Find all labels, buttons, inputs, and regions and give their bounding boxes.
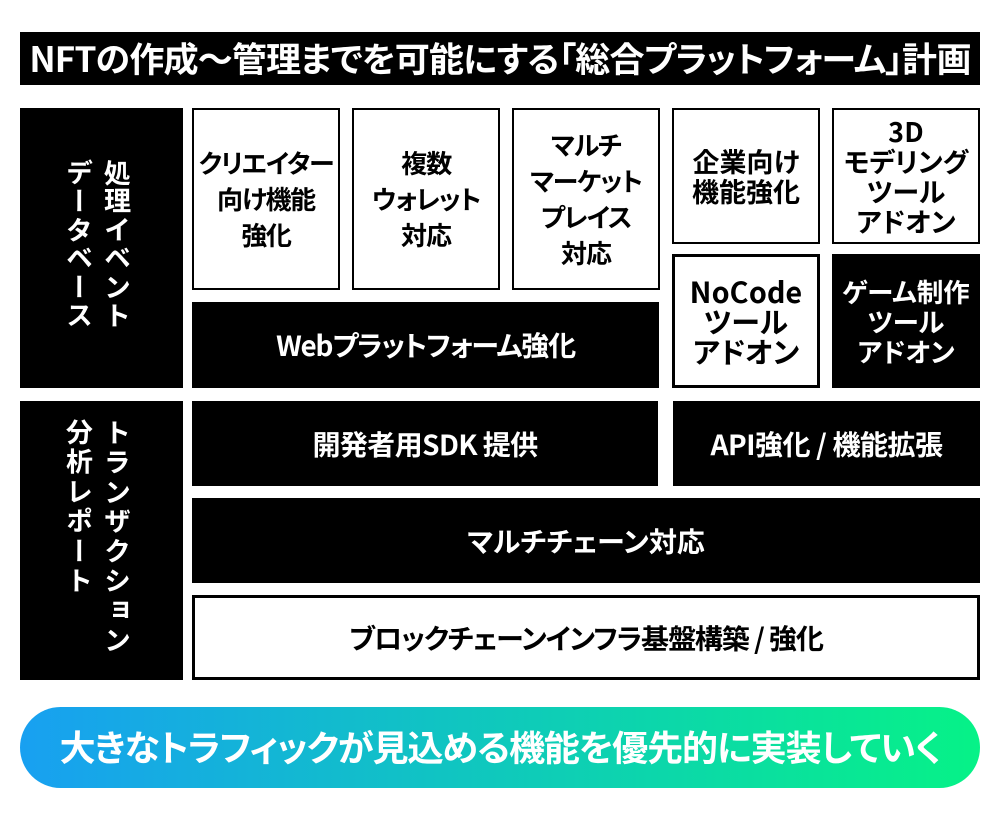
feature-box-game-line-2: ツール — [867, 301, 945, 340]
box-creator-features-text: クリエイター向け機能強化 — [198, 144, 335, 253]
title-banner-text: NFTの作成〜管理までを可能にする「総合プラットフォーム」計画 — [29, 32, 971, 83]
bar-web-platform: Webプラットフォーム強化 — [192, 302, 659, 388]
box-enterprise-features: 企業向け機能強化 — [672, 108, 820, 244]
feature-box-enterprise-line-1: 企業向け — [692, 141, 800, 180]
feature-box-wallet-line-1: 複数 — [401, 144, 452, 181]
side-label-database: データベース — [60, 157, 99, 330]
box-multi-wallet: 複数ウォレット対応 — [352, 108, 500, 290]
feature-box-wallet-line-2: ウォレット — [371, 180, 482, 217]
bar-web-platform-text: Webプラットフォーム強化 — [276, 325, 576, 365]
bar-multichain: マルチチェーン対応 — [192, 498, 980, 583]
side-label-transaction: トランザクション — [98, 417, 137, 655]
box-multi-wallet-text: 複数ウォレット対応 — [371, 144, 482, 253]
bar-blockchain-infra-text: ブロックチェーンインフラ基盤構築 / 強化 — [349, 617, 824, 658]
feature-box-modeling-3d-line-1: 3D — [888, 111, 924, 150]
feature-box-nocode-line-1: NoCode — [689, 270, 803, 312]
side-label-transaction-rail: トランザクション分析レポート — [20, 401, 183, 680]
box-enterprise-features-text: 企業向け機能強化 — [692, 146, 800, 206]
feature-box-game-line-3: アドオン — [857, 331, 955, 370]
side-label-transaction-text: トランザクション分析レポート — [60, 417, 137, 655]
feature-box-enterprise-line-2: 機能強化 — [692, 171, 800, 210]
side-label-analytics-report: 分析レポート — [60, 417, 99, 596]
feature-box-game-line-1: ゲーム制作 — [842, 271, 970, 310]
bar-api-enhancement: API強化 / 機能拡張 — [673, 401, 980, 486]
side-label-processing-events: 処理イベント — [98, 157, 137, 330]
bar-multichain-text: マルチチェーン対応 — [467, 520, 705, 561]
feature-box-nocode-line-2: ツール — [703, 300, 789, 342]
title-banner: NFTの作成〜管理までを可能にする「総合プラットフォーム」計画 — [20, 32, 980, 85]
feature-box-wallet-line-3: 対応 — [401, 216, 452, 253]
bar-developer-sdk: 開発者用SDK 提供 — [192, 401, 658, 486]
box-multi-marketplace-text: マルチマーケットプレイス対応 — [530, 126, 643, 271]
feature-box-modeling-3d-line-2: モデリング — [843, 141, 969, 180]
box-game-tools-addon: ゲーム制作ツールアドオン — [832, 254, 980, 388]
priority-banner: 大きなトラフィックが見込める機能を優先的に実装していく — [20, 707, 980, 788]
box-creator-features: クリエイター向け機能強化 — [192, 108, 340, 290]
bar-blockchain-infra: ブロックチェーンインフラ基盤構築 / 強化 — [192, 595, 980, 680]
priority-banner-text: 大きなトラフィックが見込める機能を優先的に実装していく — [59, 719, 942, 772]
feature-box-modeling-3d-line-4: アドオン — [856, 201, 956, 240]
feature-box-creator-line-2: 向け機能 — [216, 180, 316, 217]
side-label-database-rail: 処理イベントデータベース — [20, 108, 183, 388]
bar-api-enhancement-text: API強化 / 機能拡張 — [710, 423, 943, 464]
box-multi-marketplace: マルチマーケットプレイス対応 — [512, 108, 660, 290]
bar-developer-sdk-text: 開発者用SDK 提供 — [312, 423, 538, 464]
feature-box-marketplace-line-1: マルチ — [550, 126, 622, 163]
box-game-tools-addon-text: ゲーム制作ツールアドオン — [842, 276, 969, 366]
feature-box-modeling-3d-line-3: ツール — [866, 171, 946, 210]
feature-box-marketplace-line-3: プレイス — [540, 198, 633, 235]
feature-box-nocode-line-3: アドオン — [692, 330, 800, 372]
side-label-database-text: 処理イベントデータベース — [60, 157, 137, 330]
feature-box-marketplace-line-2: マーケット — [530, 162, 643, 199]
feature-box-creator-line-1: クリエイター — [198, 144, 335, 181]
feature-box-marketplace-line-4: 対応 — [561, 234, 612, 271]
feature-box-creator-line-3: 強化 — [241, 216, 292, 253]
